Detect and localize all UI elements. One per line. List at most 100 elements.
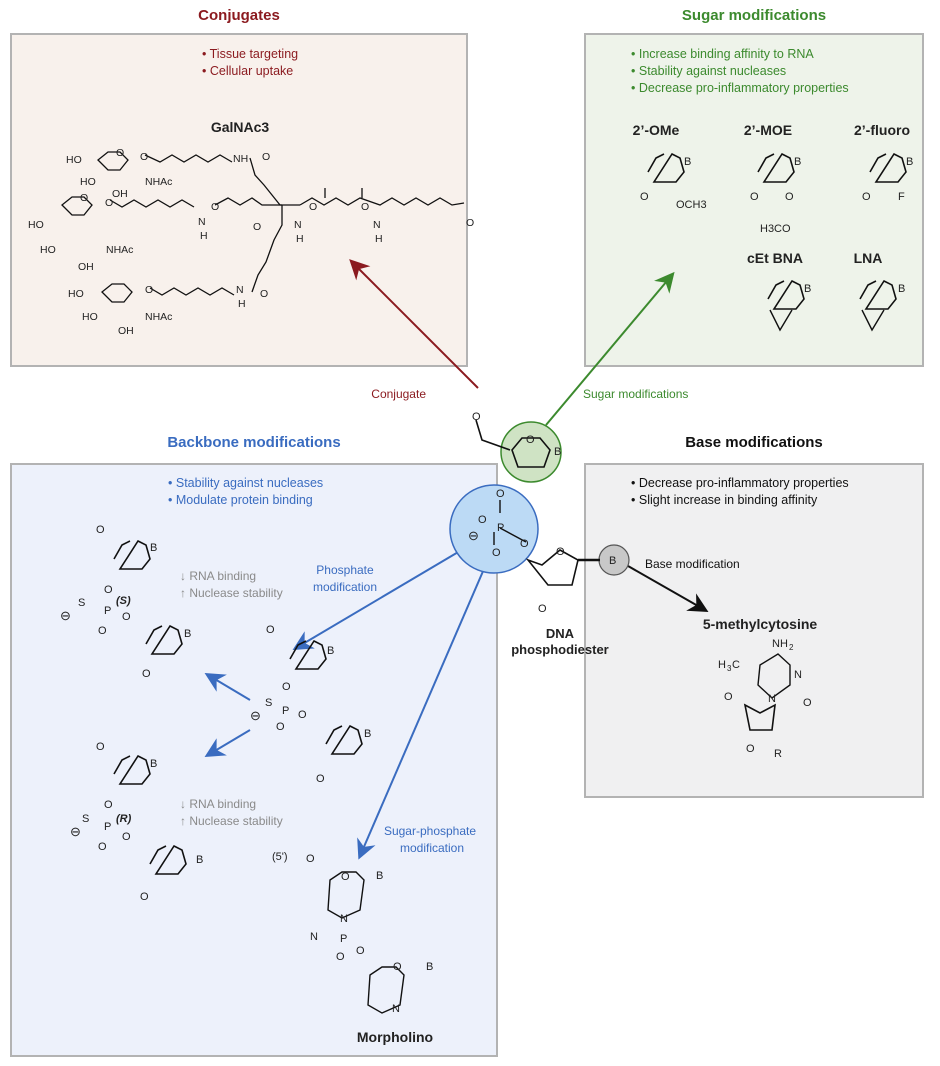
svg-text:O: O	[98, 625, 107, 637]
svg-text:O: O	[105, 197, 113, 209]
svg-text:O: O	[478, 514, 487, 526]
svg-text:O: O	[306, 853, 315, 865]
svg-text:(R): (R)	[116, 813, 132, 825]
svg-text:B: B	[376, 870, 383, 882]
svg-text:O: O	[260, 288, 268, 300]
svg-text:HO: HO	[66, 154, 82, 166]
svg-text:HO: HO	[82, 311, 98, 323]
sugar-phosphate-label-1: Sugar-phosphate	[384, 824, 476, 838]
sugar-highlight-circle	[500, 421, 562, 483]
svg-text:OH: OH	[118, 325, 134, 337]
svg-text:O: O	[316, 773, 325, 785]
sugar-arrow	[545, 271, 675, 426]
svg-text:N: N	[236, 284, 244, 296]
svg-text:O: O	[266, 624, 275, 636]
svg-text:N: N	[373, 219, 381, 231]
sugar-modifications-title: Sugar modifications	[681, 7, 827, 24]
svg-text:N: N	[294, 219, 302, 231]
svg-text:R: R	[774, 748, 782, 760]
svg-text:HO: HO	[28, 219, 44, 231]
r-isomer-note-1: ↓ RNA binding	[180, 797, 256, 811]
phosphorothioate-structure: B O O S P ⊖ O O B O	[250, 624, 371, 785]
conjugate-arrow-label: Conjugate	[371, 387, 426, 401]
svg-text:B: B	[364, 728, 371, 740]
bullet: Cellular uptake	[202, 63, 298, 80]
svg-text:cEt BNA: cEt BNA	[747, 250, 803, 266]
svg-text:P: P	[340, 933, 347, 945]
svg-text:O: O	[496, 488, 505, 500]
base-bullets: Decrease pro-inflammatory properties Sli…	[631, 475, 849, 509]
svg-text:O: O	[785, 191, 794, 203]
svg-text:O: O	[309, 201, 317, 213]
svg-text:O: O	[472, 411, 481, 423]
svg-text:H: H	[718, 659, 726, 671]
dna-label: DNA	[546, 626, 575, 641]
svg-text:O: O	[98, 841, 107, 853]
base-modifications-panel	[584, 463, 924, 798]
bullet: Decrease pro-inflammatory properties	[631, 475, 849, 492]
bullet: Tissue targeting	[202, 46, 298, 63]
svg-text:B: B	[426, 961, 433, 973]
base-modifications-title: Base modifications	[685, 434, 823, 451]
r-isomer-arrow	[204, 729, 251, 758]
backbone-modifications-panel	[10, 463, 498, 1057]
sugar-molecule-lna: LNA B	[854, 250, 905, 332]
svg-text:OCH3: OCH3	[676, 199, 707, 211]
morpholino-label: Morpholino	[357, 1029, 433, 1045]
svg-text:O: O	[145, 284, 153, 296]
svg-text:3: 3	[727, 664, 732, 673]
svg-text:O: O	[336, 951, 345, 963]
bullet: Stability against nucleases	[631, 63, 849, 80]
backbone-modifications-title: Backbone modifications	[167, 434, 341, 451]
svg-text:O: O	[640, 191, 649, 203]
phosphate-label-1: Phosphate	[316, 563, 374, 577]
svg-text:B: B	[196, 854, 203, 866]
phosphate-arrow	[292, 547, 466, 651]
svg-text:O: O	[466, 217, 474, 229]
svg-text:F: F	[898, 191, 905, 203]
svg-text:O: O	[262, 151, 270, 163]
svg-text:O: O	[746, 743, 755, 755]
svg-text:O: O	[211, 201, 219, 213]
svg-text:HO: HO	[80, 176, 96, 188]
svg-text:N: N	[392, 1003, 400, 1015]
conjugates-bullets: Tissue targeting Cellular uptake	[202, 46, 298, 80]
svg-text:2’-MOE: 2’-MOE	[744, 122, 792, 138]
svg-text:NH: NH	[772, 638, 788, 650]
base-arrow	[627, 565, 709, 612]
svg-text:O: O	[724, 691, 733, 703]
conjugate-arrow	[349, 259, 479, 389]
svg-text:O: O	[104, 584, 113, 596]
base-arrow-label: Base modification	[645, 557, 740, 571]
dna-phosphodiester-structure: O O B O O P O O ⊖ O B O	[468, 411, 616, 615]
morpholino-structure: (5') O O B N N P O O O B N	[272, 851, 433, 1015]
svg-text:B: B	[804, 283, 811, 295]
svg-text:HO: HO	[68, 288, 84, 300]
svg-text:NHAc: NHAc	[106, 244, 133, 256]
svg-text:N: N	[198, 216, 206, 228]
svg-text:O: O	[393, 961, 402, 973]
sugar-phosphate-label-2: modification	[400, 841, 464, 855]
svg-text:HO: HO	[40, 244, 56, 256]
svg-text:⊖: ⊖	[70, 824, 81, 839]
s-isomer-arrow	[204, 672, 251, 701]
svg-text:O: O	[80, 192, 88, 204]
svg-text:O: O	[492, 547, 501, 559]
sugar-molecule-2-ome: 2’-OMe O OCH3 B	[633, 122, 707, 211]
backbone-bullets: Stability against nucleases Modulate pro…	[168, 475, 323, 509]
phosphate-label-2: modification	[313, 580, 377, 594]
svg-text:O: O	[104, 799, 113, 811]
svg-text:O: O	[298, 709, 307, 721]
svg-text:S: S	[82, 813, 89, 825]
svg-text:2’-fluoro: 2’-fluoro	[854, 122, 910, 138]
svg-text:O: O	[276, 721, 285, 733]
galnac3-label: GalNAc3	[211, 119, 270, 135]
svg-text:N: N	[340, 913, 348, 925]
bullet: Decrease pro-inflammatory properties	[631, 80, 849, 97]
bullet: Increase binding affinity to RNA	[631, 46, 849, 63]
svg-text:P: P	[497, 522, 504, 534]
svg-text:O: O	[862, 191, 871, 203]
svg-text:O: O	[556, 546, 565, 558]
svg-text:O: O	[122, 611, 131, 623]
